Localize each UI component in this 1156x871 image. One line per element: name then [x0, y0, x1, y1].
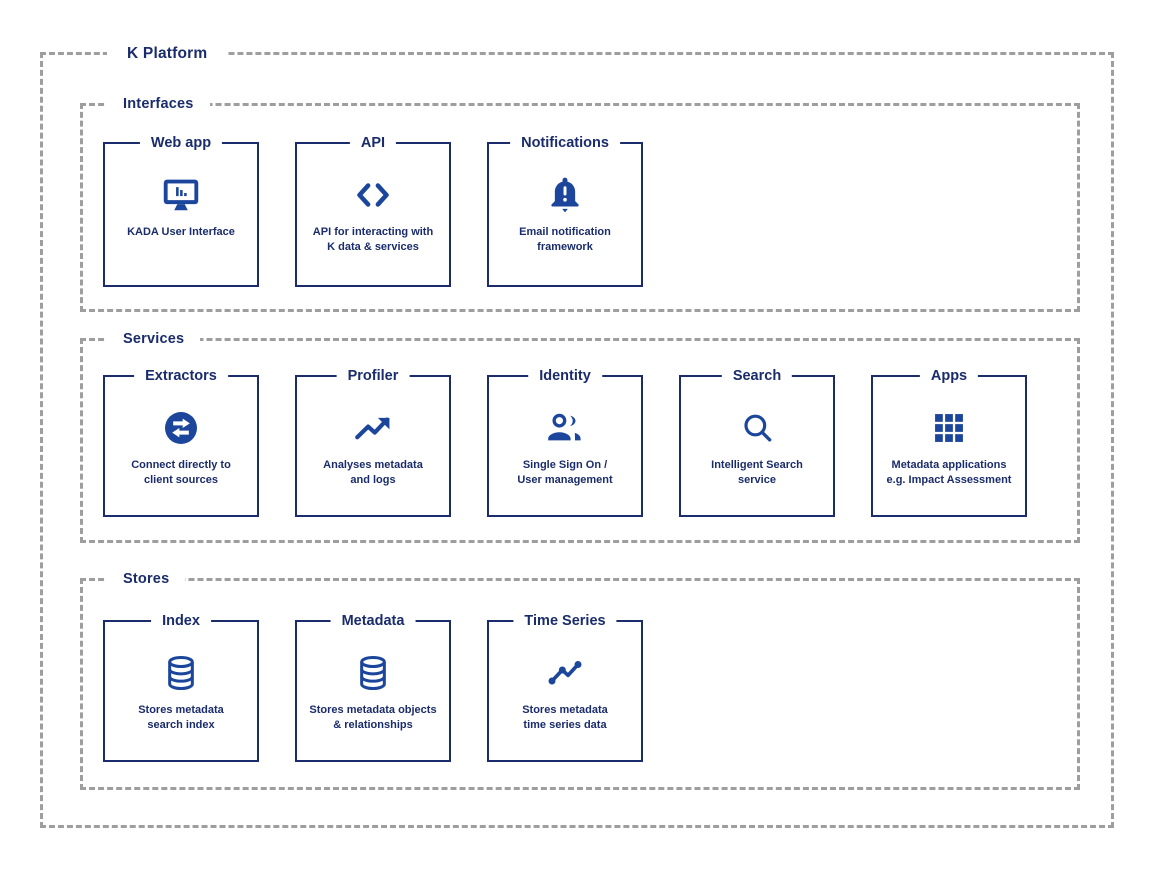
- card-description: Email notification framework: [519, 226, 611, 253]
- card-description: Analyses metadata and logs: [323, 459, 423, 486]
- card-description: Metadata applications e.g. Impact Assess…: [886, 459, 1012, 486]
- section-label: Services: [107, 329, 201, 350]
- database-icon: [161, 650, 201, 696]
- card-description: Intelligent Search service: [711, 459, 803, 486]
- card-title: Index: [151, 611, 211, 631]
- card-description: KADA User Interface: [127, 226, 235, 238]
- card-title: Extractors: [134, 366, 228, 386]
- card-title: Web app: [139, 133, 223, 153]
- card-api: API API for interacting with K data & ser…: [295, 133, 451, 287]
- card-description: Connect directly to client sources: [131, 459, 231, 486]
- monitor-chart-icon: [159, 172, 203, 218]
- card-title: Time Series: [513, 611, 617, 631]
- card-description: Stores metadata search index: [138, 704, 224, 731]
- card-description: Single Sign On / User management: [517, 459, 613, 486]
- card-description: Stores metadata time series data: [522, 704, 608, 731]
- card-description: API for interacting with K data & servic…: [312, 226, 434, 253]
- code-brackets-icon: [352, 172, 394, 218]
- people-icon: [544, 405, 586, 451]
- search-icon: [737, 405, 777, 451]
- platform-title: K Platform: [107, 43, 228, 65]
- section-label: Stores: [107, 569, 186, 590]
- card-title: Apps: [919, 366, 979, 386]
- database-icon: [353, 650, 393, 696]
- trending-up-icon: [352, 405, 394, 451]
- card-title: Profiler: [336, 366, 410, 386]
- card-description: Stores metadata objects & relationships: [309, 704, 437, 731]
- card-title: API: [349, 133, 397, 153]
- swap-arrows-circle-icon: [161, 405, 201, 451]
- card-title: Identity: [528, 366, 602, 386]
- card-title: Metadata: [330, 611, 416, 631]
- section-label: Interfaces: [107, 94, 210, 115]
- card-title: Search: [721, 366, 793, 386]
- timeline-icon: [545, 650, 585, 696]
- apps-grid-icon: [930, 405, 968, 451]
- bell-alert-icon: [544, 172, 586, 218]
- card-title: Notifications: [510, 133, 620, 153]
